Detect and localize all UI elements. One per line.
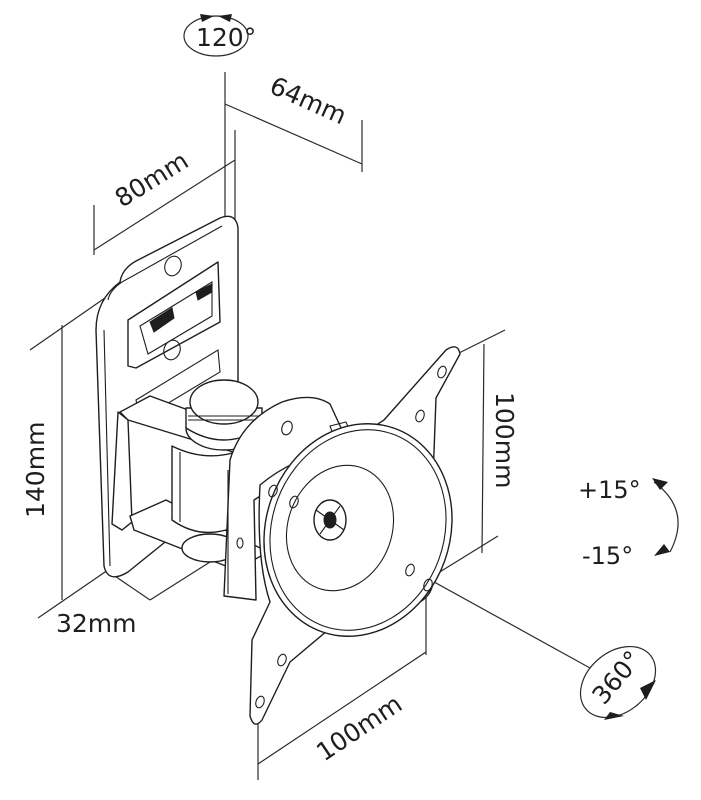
vesa-hole-inner-bottom-right <box>405 563 415 577</box>
dim-140-label: 140mm <box>21 422 50 518</box>
tilt-down-label: -15° <box>582 542 633 570</box>
dim-100v-line <box>481 343 485 554</box>
vesa-hole-top-right <box>437 365 447 379</box>
rotation-label: 360° <box>586 645 647 710</box>
tilt-up-label: +15° <box>578 476 641 504</box>
dim-32-label: 32mm <box>56 609 137 638</box>
dim-80-line <box>93 159 236 251</box>
vesa-plate <box>249 346 461 725</box>
vesa-hole-top-left <box>268 484 278 498</box>
vesa-hole-inner-top-left <box>289 495 299 509</box>
vesa-hole-inner-top-right <box>415 409 425 423</box>
vesa-hole-bottom-left <box>255 695 265 709</box>
dim-100v-ext-top <box>454 329 506 356</box>
dim-64-label: 64mm <box>266 71 351 130</box>
dim-32-ext <box>149 561 211 601</box>
dim-80-label: 80mm <box>110 146 194 213</box>
dim-100v-label: 100mm <box>490 392 519 488</box>
rotation-icon <box>579 645 657 720</box>
dim-64-line <box>224 103 363 165</box>
tilt-icon <box>652 478 679 556</box>
swivel-icon <box>183 14 249 57</box>
vesa-hole-bottom-right <box>423 578 433 592</box>
dim-100v-ext-bottom <box>429 535 499 579</box>
vesa-hole-inner-bottom-left <box>277 653 287 667</box>
dimension-lines <box>29 72 591 780</box>
swivel-label: 120° <box>196 23 256 52</box>
dim-100h-label: 100mm <box>311 689 407 767</box>
dim-100h-line <box>257 651 427 765</box>
